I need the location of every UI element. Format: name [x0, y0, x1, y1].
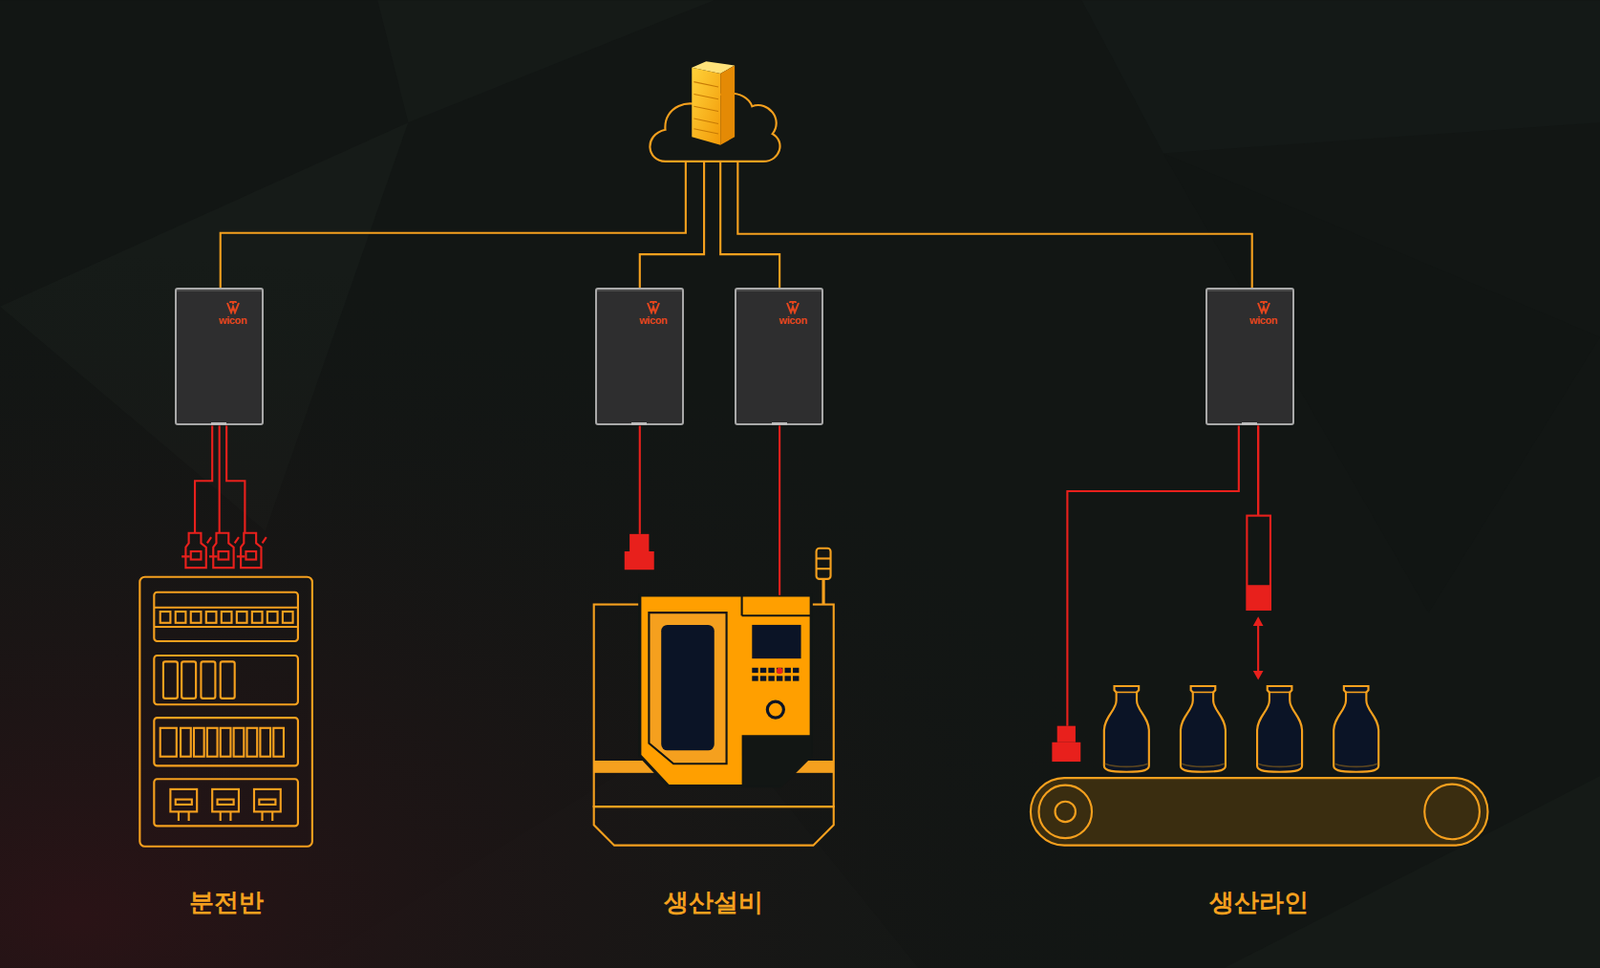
logo: wicon — [633, 300, 674, 326]
port — [1241, 422, 1258, 426]
current-sensors — [181, 533, 267, 568]
brand-text: wicon — [213, 314, 254, 326]
logo: wicon — [772, 300, 813, 326]
line-sensors — [624, 426, 1271, 762]
port — [631, 422, 647, 426]
distribution-panel — [139, 576, 313, 847]
logo-mark — [785, 300, 801, 315]
brand-text: wicon — [1243, 314, 1284, 326]
logo-mark — [1256, 300, 1272, 315]
equipment-group: 생산설비 — [594, 595, 834, 919]
logo: wicon — [213, 300, 254, 326]
uplink-wires — [220, 161, 1253, 288]
signal-wire — [778, 425, 781, 595]
port — [771, 422, 788, 426]
gateway-box: wicon — [1205, 287, 1295, 426]
equipment-group: 생산라인 — [1030, 514, 1489, 918]
gateway-box: wicon — [595, 287, 684, 426]
brand-text: wicon — [772, 314, 813, 326]
brand-text: wicon — [633, 314, 674, 326]
logo-mark — [645, 300, 662, 315]
equipment-label: 분전반 — [185, 887, 268, 918]
production-machine — [594, 548, 834, 846]
equipment-label: 생산라인 — [1205, 887, 1313, 918]
gateway-box: wicon — [174, 287, 264, 426]
signal-wire — [1257, 425, 1259, 515]
equipment-label: 생산설비 — [660, 887, 768, 918]
signal-wire — [218, 425, 221, 533]
logo-mark — [225, 300, 241, 315]
logo: wicon — [1243, 300, 1284, 326]
gateway-box: wicon — [734, 287, 824, 426]
conveyor — [1030, 685, 1489, 846]
equipment-group: 분전반 — [139, 533, 313, 919]
cloud-server — [649, 61, 780, 162]
port — [211, 422, 227, 426]
